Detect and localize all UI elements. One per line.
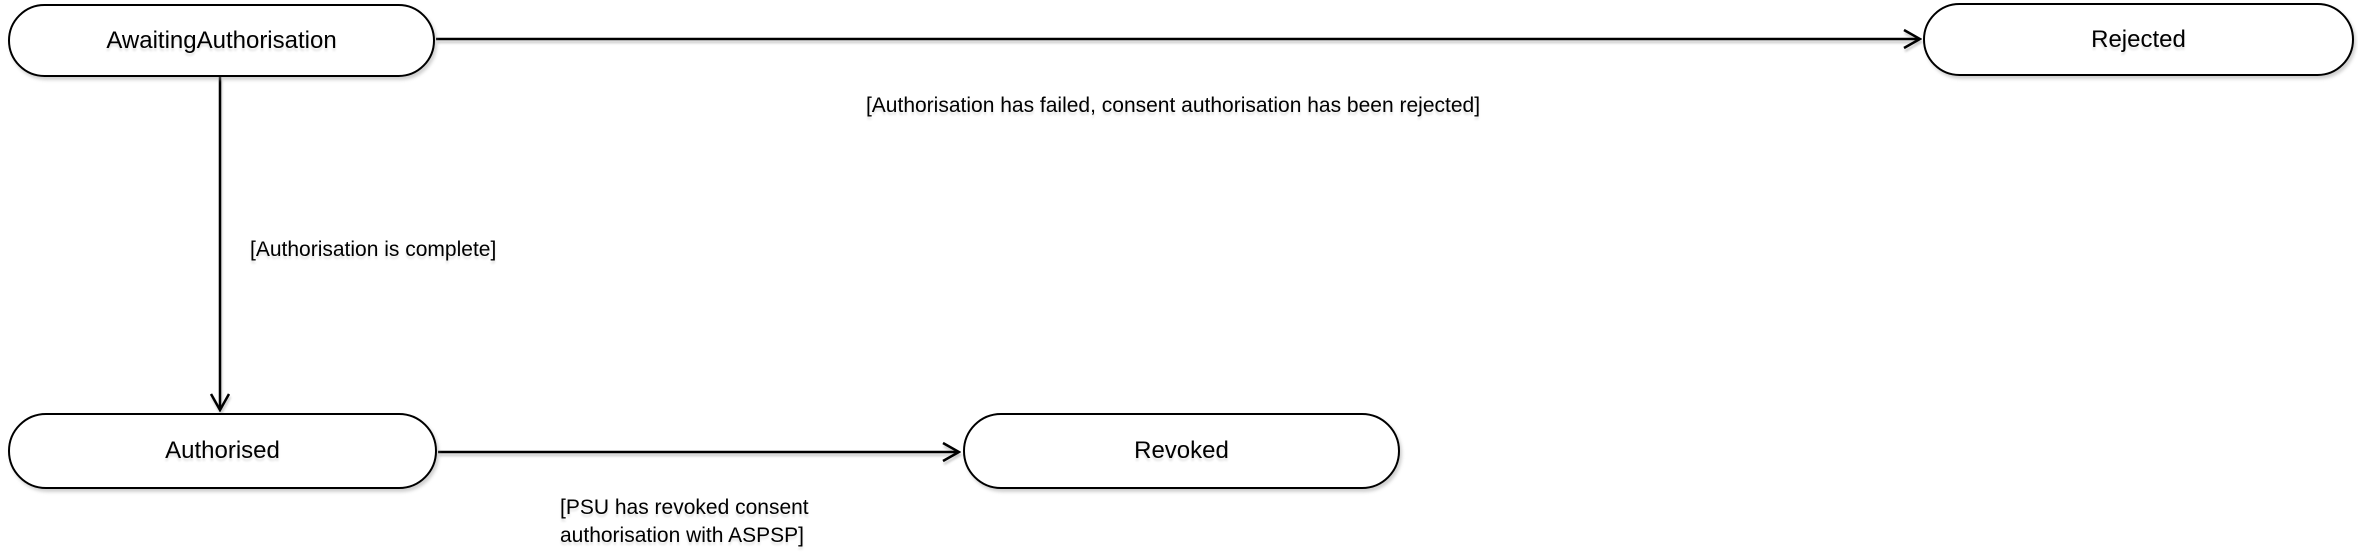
state-node-authorised: Authorised — [8, 413, 437, 489]
state-node-rejected-label: Rejected — [2091, 25, 2186, 53]
edge-label-authorisation-failed: [Authorisation has failed, consent autho… — [865, 94, 1481, 117]
state-node-rejected: Rejected — [1923, 3, 2354, 76]
state-node-revoked-label: Revoked — [1134, 437, 1229, 464]
state-node-revoked: Revoked — [963, 413, 1400, 489]
state-node-awaiting-authorisation: AwaitingAuthorisation — [8, 4, 435, 77]
edge-label-psu-revoked: [PSU has revoked consent authorisation w… — [560, 496, 809, 547]
state-node-awaiting-authorisation-label: AwaitingAuthorisation — [106, 26, 337, 54]
state-node-authorised-label: Authorised — [165, 437, 280, 464]
edge-label-authorisation-complete: [Authorisation is complete] — [250, 238, 497, 261]
